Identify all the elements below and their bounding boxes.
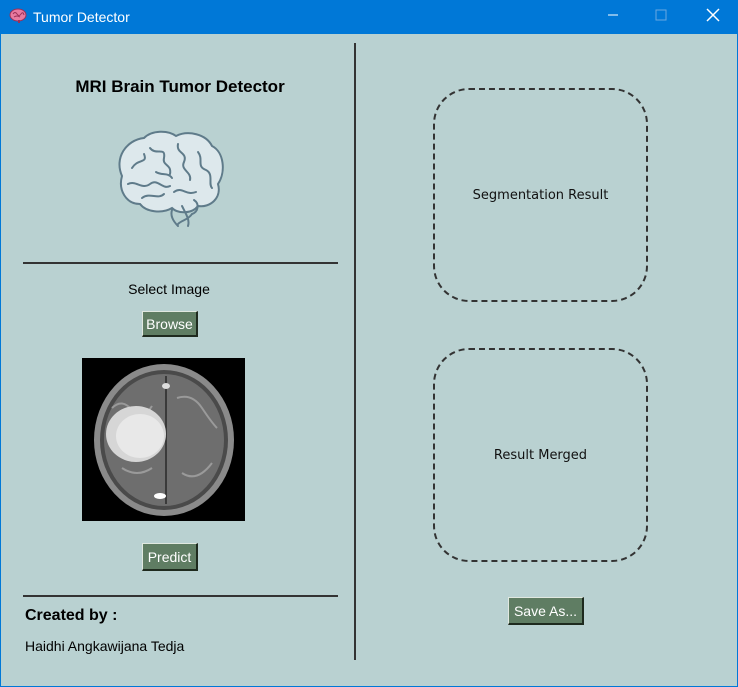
maximize-button[interactable] (638, 0, 684, 34)
credits-name: Haidhi Angkawijana Tedja (25, 638, 185, 654)
minimize-icon (607, 8, 619, 26)
maximize-icon (655, 8, 667, 26)
close-button[interactable] (690, 0, 736, 34)
brain-illustration (112, 128, 226, 228)
brain-icon (9, 8, 27, 24)
save-as-button[interactable]: Save As... (508, 597, 584, 625)
window-border (0, 34, 1, 687)
browse-button[interactable]: Browse (142, 311, 198, 337)
merged-placeholder-text: Result Merged (493, 447, 588, 463)
title-bar[interactable]: Tumor Detector (0, 0, 738, 34)
mri-preview-image (82, 358, 245, 521)
close-icon (706, 7, 720, 27)
divider (23, 595, 338, 597)
minimize-button[interactable] (590, 0, 636, 34)
predict-button[interactable]: Predict (142, 543, 198, 571)
credits-title: Created by : (25, 607, 118, 624)
segmentation-placeholder-text: Segmentation Result (472, 187, 609, 203)
segmentation-result-box: Segmentation Result (433, 88, 648, 302)
merged-result-box: Result Merged (433, 348, 648, 562)
app-heading: MRI Brain Tumor Detector (75, 77, 285, 96)
panel-separator (354, 43, 356, 660)
select-image-label: Select Image (128, 281, 210, 297)
divider (23, 262, 338, 264)
window-title: Tumor Detector (33, 9, 130, 25)
